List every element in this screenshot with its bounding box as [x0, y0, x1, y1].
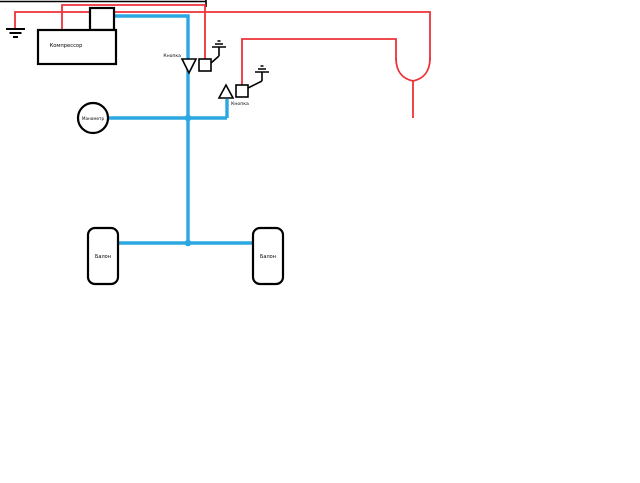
electric-lines — [14, 4, 431, 118]
air-tank-left — [86, 226, 120, 286]
solenoid-valve-1 — [180, 40, 226, 75]
compressor-head — [88, 6, 116, 32]
valve1-label: Кнопка — [163, 53, 181, 59]
tank-right-label: Балон — [260, 254, 276, 260]
compressor-body — [36, 28, 118, 66]
valve2-solenoid-icon — [235, 84, 249, 98]
valve1-solenoid-icon — [198, 58, 212, 72]
components — [36, 6, 285, 286]
air-horn-icon — [395, 57, 431, 118]
air-tank-right — [251, 226, 285, 286]
gauge-label: Манометр — [82, 116, 105, 121]
tank-left-label: Балон — [95, 254, 111, 260]
valve1-ground-icon — [210, 40, 226, 64]
earth-ground-left-icon — [6, 28, 25, 38]
ground-bars — [6, 28, 25, 38]
air-main-line — [114, 14, 190, 243]
wire-compressor-to-valve1 — [61, 4, 206, 59]
solenoid-valve-2 — [217, 65, 269, 99]
valve2-triangle-icon — [217, 83, 235, 99]
junction-dot — [184, 239, 192, 247]
valve2-ground-icon — [247, 65, 269, 89]
junction-dot — [184, 114, 192, 122]
border-line — [0, 0, 207, 7]
valve1-triangle-icon — [180, 58, 198, 75]
canvas-border-artifact — [0, 0, 207, 7]
wire-ground-to-horn-right — [14, 11, 431, 60]
valve2-label: Кнопка — [231, 101, 249, 107]
air-junctions — [184, 114, 192, 247]
wire-valve2-to-horn-left — [241, 38, 397, 85]
compressor-label: Компрессор — [50, 43, 84, 49]
pressure-gauge — [76, 101, 110, 135]
